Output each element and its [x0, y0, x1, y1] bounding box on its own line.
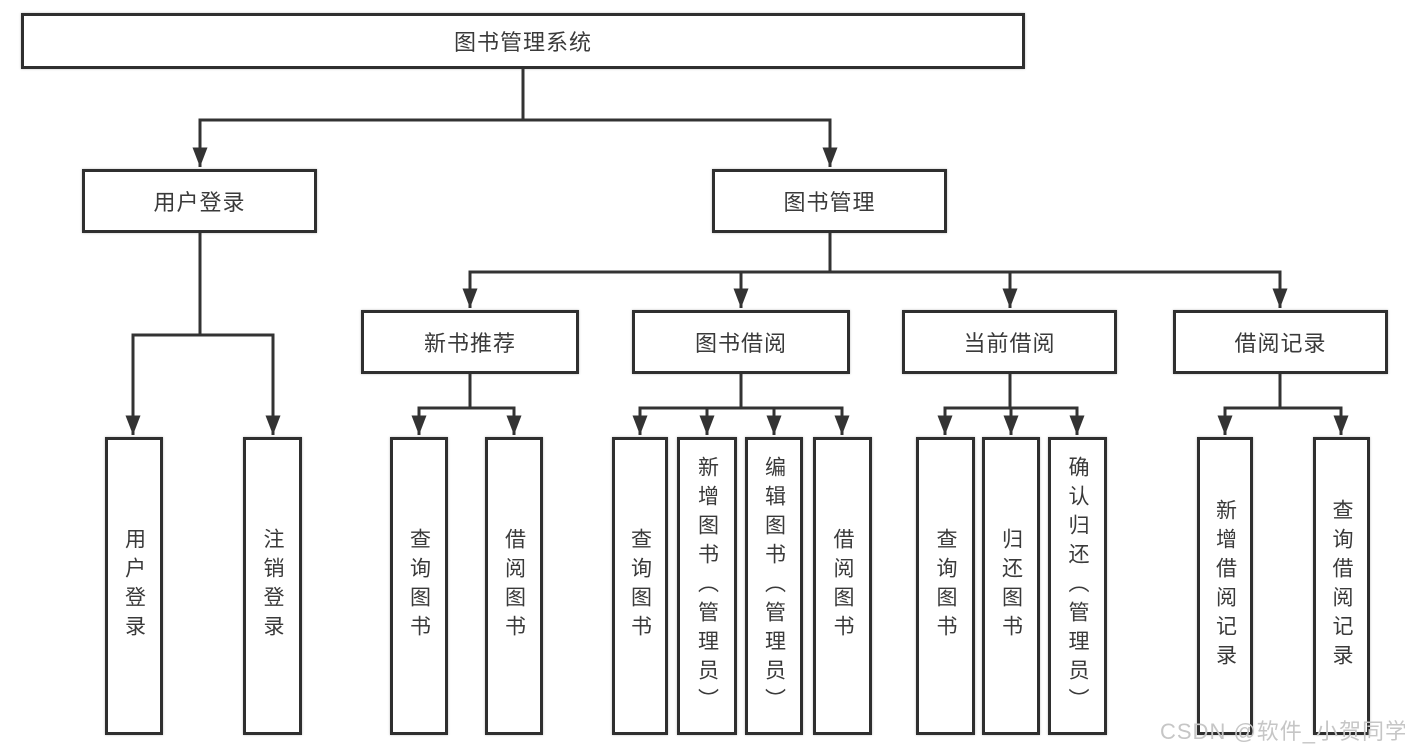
- leaf-newrec-query-book: 查询图书: [390, 437, 448, 735]
- node-current-borrow: 当前借阅: [902, 310, 1117, 374]
- node-book-management: 图书管理: [712, 169, 947, 233]
- leaf-borrow-borrow-book: 借阅图书: [813, 437, 872, 735]
- leaf-current-query-book: 查询图书: [916, 437, 975, 735]
- node-new-book-recommend: 新书推荐: [361, 310, 579, 374]
- node-borrow-record: 借阅记录: [1173, 310, 1388, 374]
- leaf-current-confirm-return-admin: 确认归还（管理员）: [1048, 437, 1107, 735]
- leaf-borrow-add-book-admin: 新增图书（管理员）: [677, 437, 737, 735]
- leaf-borrow-query-book: 查询图书: [612, 437, 668, 735]
- leaf-newrec-borrow-book: 借阅图书: [485, 437, 543, 735]
- node-book-borrow: 图书借阅: [632, 310, 850, 374]
- leaf-record-query-borrow-record: 查询借阅记录: [1313, 437, 1370, 735]
- leaf-user-login: 用户登录: [105, 437, 163, 735]
- leaf-logout: 注销登录: [243, 437, 302, 735]
- leaf-current-return-book: 归还图书: [982, 437, 1040, 735]
- node-library-management-system: 图书管理系统: [21, 13, 1025, 69]
- csdn-watermark: CSDN @软件_小贺同学: [1160, 719, 1405, 744]
- leaf-borrow-edit-book-admin: 编辑图书（管理员）: [745, 437, 803, 735]
- node-user-login: 用户登录: [82, 169, 317, 233]
- leaf-record-add-borrow-record: 新增借阅记录: [1197, 437, 1253, 735]
